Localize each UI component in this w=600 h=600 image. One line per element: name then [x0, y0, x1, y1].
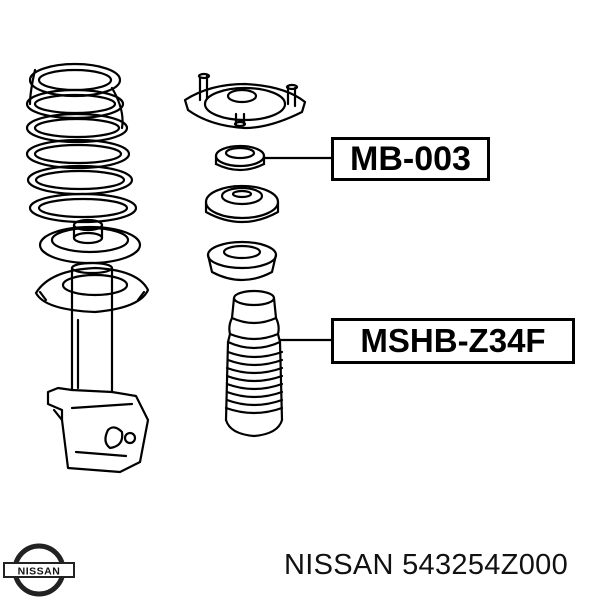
part-label-mb003: MB-003: [331, 137, 490, 181]
top-mount: [183, 72, 307, 130]
knuckle-bracket: [46, 386, 150, 474]
upper-strut-seat: [38, 218, 142, 265]
upper-spring-seat: [204, 184, 280, 223]
brand-part-number: NISSAN 543254Z000: [284, 549, 568, 581]
svg-text:NISSAN: NISSAN: [18, 566, 61, 578]
strut-tube: [70, 261, 114, 394]
strut-bearing: [214, 144, 266, 172]
coil-spring: [25, 62, 138, 224]
spring-rubber-pad: [206, 240, 278, 282]
part-label-mshb-z34f: MSHB-Z34F: [331, 318, 575, 364]
nissan-logo: NISSAN: [3, 543, 75, 597]
bump-stop-boot: [224, 289, 284, 438]
lower-spring-seat: [34, 266, 150, 314]
